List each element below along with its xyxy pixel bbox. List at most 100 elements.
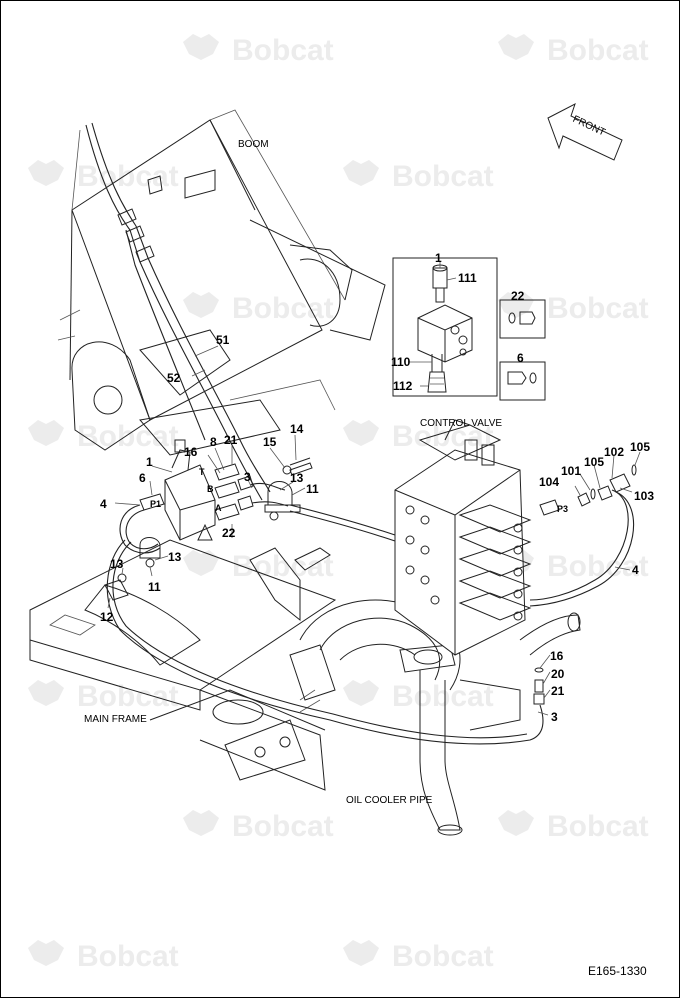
- clamp-11-upper: [267, 481, 293, 506]
- callout-13-lower: 13: [168, 550, 182, 564]
- watermark-15: Bobcat: [28, 940, 179, 973]
- callout-22-main: 22: [222, 526, 236, 540]
- drawing-code: E165-1330: [588, 964, 647, 978]
- watermark-16: Bobcat: [343, 940, 494, 973]
- watermark-text: Bobcat: [232, 810, 334, 843]
- watermark-text: Bobcat: [77, 160, 179, 193]
- callout-13-upper: 13: [290, 471, 304, 485]
- callout-110: 110: [391, 355, 411, 369]
- bobcat-logo-icon: [343, 940, 379, 966]
- callout-6-main: 6: [139, 471, 146, 485]
- callout-21-lower: 21: [551, 684, 565, 698]
- callout-101: 101: [561, 464, 581, 478]
- callout-103: 103: [634, 489, 654, 503]
- watermark-text: Bobcat: [547, 292, 649, 325]
- callout-52: 52: [167, 371, 181, 385]
- boom-hoses: [85, 122, 271, 501]
- callout-21-upper: 21: [224, 433, 238, 447]
- callout-15: 15: [263, 435, 277, 449]
- watermark-3: Bobcat: [28, 160, 179, 193]
- bobcat-logo-icon: [183, 810, 219, 836]
- area-labels: BOOM CONTROL VALVE MAIN FRAME OIL COOLER…: [84, 139, 502, 806]
- bobcat-logo-icon: [28, 940, 64, 966]
- control-valve-drawing: [394, 419, 560, 656]
- callout-112: 112: [393, 379, 413, 393]
- callout-3-right: 3: [551, 710, 558, 724]
- watermark-text: Bobcat: [77, 940, 179, 973]
- callout-102: 102: [604, 445, 624, 459]
- part-112: [427, 371, 447, 393]
- watermark-13: Bobcat: [183, 810, 334, 843]
- bobcat-logo-icon: [183, 292, 219, 318]
- nut-13-lower: [145, 558, 155, 568]
- fitting-p1: [139, 493, 165, 511]
- watermark-1: Bobcat: [183, 34, 334, 67]
- callout-11-upper: 11: [306, 482, 319, 496]
- bobcat-logo-icon: [343, 420, 379, 446]
- detail-box-22: [499, 299, 546, 339]
- callout-12: 12: [100, 610, 114, 624]
- callout-22-detail: 22: [511, 289, 525, 303]
- watermark-text: Bobcat: [547, 810, 649, 843]
- bobcat-logo-icon: [343, 160, 379, 186]
- callout-51: 51: [216, 333, 230, 347]
- bobcat-logo-icon: [28, 160, 64, 186]
- watermark-14: Bobcat: [498, 810, 649, 843]
- watermark-9: Bobcat: [183, 550, 334, 583]
- callout-numbers: 1 111 110 112 22 6 51 52 16 8 21 15 14 1…: [100, 251, 654, 724]
- label-oil-cooler-pipe: OIL COOLER PIPE: [346, 795, 433, 806]
- callout-20: 20: [551, 667, 565, 681]
- fitting-t: [214, 463, 240, 481]
- callout-1-main: 1: [146, 455, 153, 469]
- watermark-layer: Bobcat Bobcat Bobcat Bobcat Bobcat Bobca…: [28, 34, 649, 973]
- callout-4-right: 4: [632, 563, 639, 577]
- bobcat-logo-icon: [343, 680, 379, 706]
- callout-13-left: 13: [110, 557, 124, 571]
- oring-101: [590, 488, 596, 500]
- valve-spools: [458, 504, 532, 621]
- bracket-12: [104, 579, 129, 601]
- port-b: B: [207, 484, 214, 494]
- fitting-105: [597, 485, 613, 501]
- fitting-a: [214, 503, 240, 521]
- bobcat-logo-icon: [183, 550, 219, 576]
- label-control-valve: CONTROL VALVE: [420, 418, 502, 429]
- watermark-text: Bobcat: [232, 34, 334, 67]
- port-t: T: [199, 467, 205, 477]
- washer-15: [282, 465, 292, 475]
- boom-drawing: [57, 109, 386, 456]
- callout-3-main: 3: [244, 470, 251, 484]
- oring-16: [534, 667, 544, 673]
- callout-105-mid: 105: [584, 455, 604, 469]
- watermark-11: Bobcat: [28, 680, 179, 713]
- port-p3: P3: [557, 504, 568, 514]
- frame-opening: [212, 699, 264, 725]
- callout-6-detail: 6: [517, 351, 524, 365]
- front-arrow-icon: FRONT: [547, 102, 623, 161]
- clamp-11-lower: [139, 537, 161, 559]
- callout-16-right: 16: [550, 649, 564, 663]
- bobcat-logo-icon: [498, 810, 534, 836]
- callout-104: 104: [539, 475, 559, 489]
- callout-11-lower: 11: [148, 580, 161, 594]
- port-p1: P1: [150, 499, 161, 509]
- label-main-frame: MAIN FRAME: [84, 714, 147, 725]
- watermark-text: Bobcat: [392, 680, 494, 713]
- watermark-text: Bobcat: [232, 550, 334, 583]
- watermark-text: Bobcat: [547, 34, 649, 67]
- watermark-7: Bobcat: [28, 420, 179, 453]
- fitting-21: [533, 693, 545, 705]
- main-frame-drawing: [29, 539, 337, 791]
- port-a: A: [215, 503, 222, 513]
- detail-box-1: [392, 257, 498, 397]
- boom-pivot: [93, 385, 123, 415]
- watermark-text: Bobcat: [77, 420, 179, 453]
- watermark-text: Bobcat: [232, 292, 334, 325]
- pilot-hose-right: [529, 464, 637, 607]
- bobcat-logo-icon: [498, 34, 534, 60]
- watermark-text: Bobcat: [392, 160, 494, 193]
- callout-8: 8: [210, 435, 217, 449]
- watermark-text: Bobcat: [77, 680, 179, 713]
- watermark-text: Bobcat: [392, 940, 494, 973]
